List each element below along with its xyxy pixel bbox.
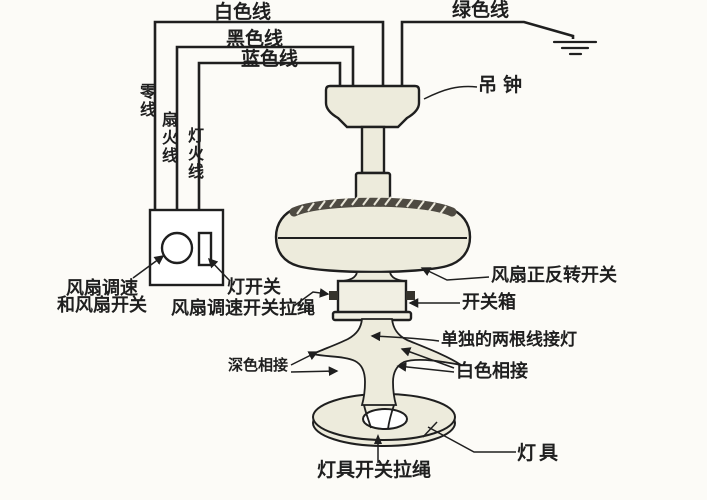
label-fan-speed-control-line1: 风扇调速 <box>66 278 138 298</box>
stem-wire-left <box>363 404 372 429</box>
green-wire-line <box>400 20 575 85</box>
label-two-wires-to-lamp: 单独的两根线接灯 <box>441 330 577 349</box>
label-lamp-switch: 灯开关 <box>227 277 281 297</box>
label-fan-live-wire: 扇火线 <box>159 111 176 165</box>
leader-two-wires-to-lamp <box>370 331 440 342</box>
label-switch-box: 开关箱 <box>462 292 516 312</box>
label-fan-reverse-switch: 风扇正反转开关 <box>491 265 617 285</box>
label-lamp-fixture: 灯具 <box>517 443 562 464</box>
downrod-collar <box>354 171 392 203</box>
label-white-wire: 白色线 <box>214 2 272 23</box>
leader-canopy <box>423 85 478 100</box>
leader-lamp-fixture <box>427 426 516 453</box>
ground-symbol-icon <box>552 40 598 56</box>
leader-lamp-switch <box>207 257 231 282</box>
pull-cord-nub-right <box>406 291 415 300</box>
leader-fan-speed-pull-cord <box>293 288 330 307</box>
leader-dark-connect-lower <box>290 366 339 377</box>
label-neutral-wire: 零线 <box>137 83 154 119</box>
motor-vent-band <box>289 197 457 217</box>
leader-fan-reverse-switch <box>420 267 490 281</box>
fan-speed-knob <box>160 231 194 265</box>
lamp-cord-arrow <box>374 434 382 444</box>
downrod <box>360 125 386 175</box>
lamp-switch-slider <box>197 231 213 267</box>
pull-cord-nub-left <box>329 291 338 300</box>
blade-yoke <box>310 318 462 406</box>
mounting-neck <box>342 271 405 282</box>
label-blue-wire: 蓝色线 <box>241 49 299 70</box>
motor-vent-slashes <box>296 196 447 215</box>
leader-dark-connect-upper <box>290 351 319 366</box>
lamp-center-hole <box>362 408 408 430</box>
canopy-shape <box>324 84 421 129</box>
white-wire-line <box>153 20 385 210</box>
label-black-wire: 黑色线 <box>226 29 284 50</box>
stem-wire-right <box>387 404 395 430</box>
label-canopy: 吊钟 <box>478 75 529 96</box>
label-fan-speed-pull-cord: 风扇调速开关拉绳 <box>171 298 315 318</box>
label-lamp-pull-cord: 灯具开关拉绳 <box>317 460 432 481</box>
blue-wire-line <box>197 61 342 210</box>
label-dark-wires-connect: 深色相接 <box>228 357 289 374</box>
switch-box-body <box>336 279 408 316</box>
label-fan-speed-control-line2: 和风扇开关 <box>57 295 147 315</box>
label-green-wire: 绿色线 <box>452 0 510 21</box>
leader-fan-speed-control <box>132 255 165 279</box>
leader-white-connect-lower <box>396 362 455 373</box>
black-wire-line <box>175 45 355 210</box>
label-lamp-live-wire: 灯火线 <box>185 127 202 181</box>
leader-white-connect-upper <box>400 347 455 369</box>
leader-lamp-cross-tick <box>422 421 438 438</box>
label-white-wires-connect: 白色相接 <box>456 361 528 381</box>
